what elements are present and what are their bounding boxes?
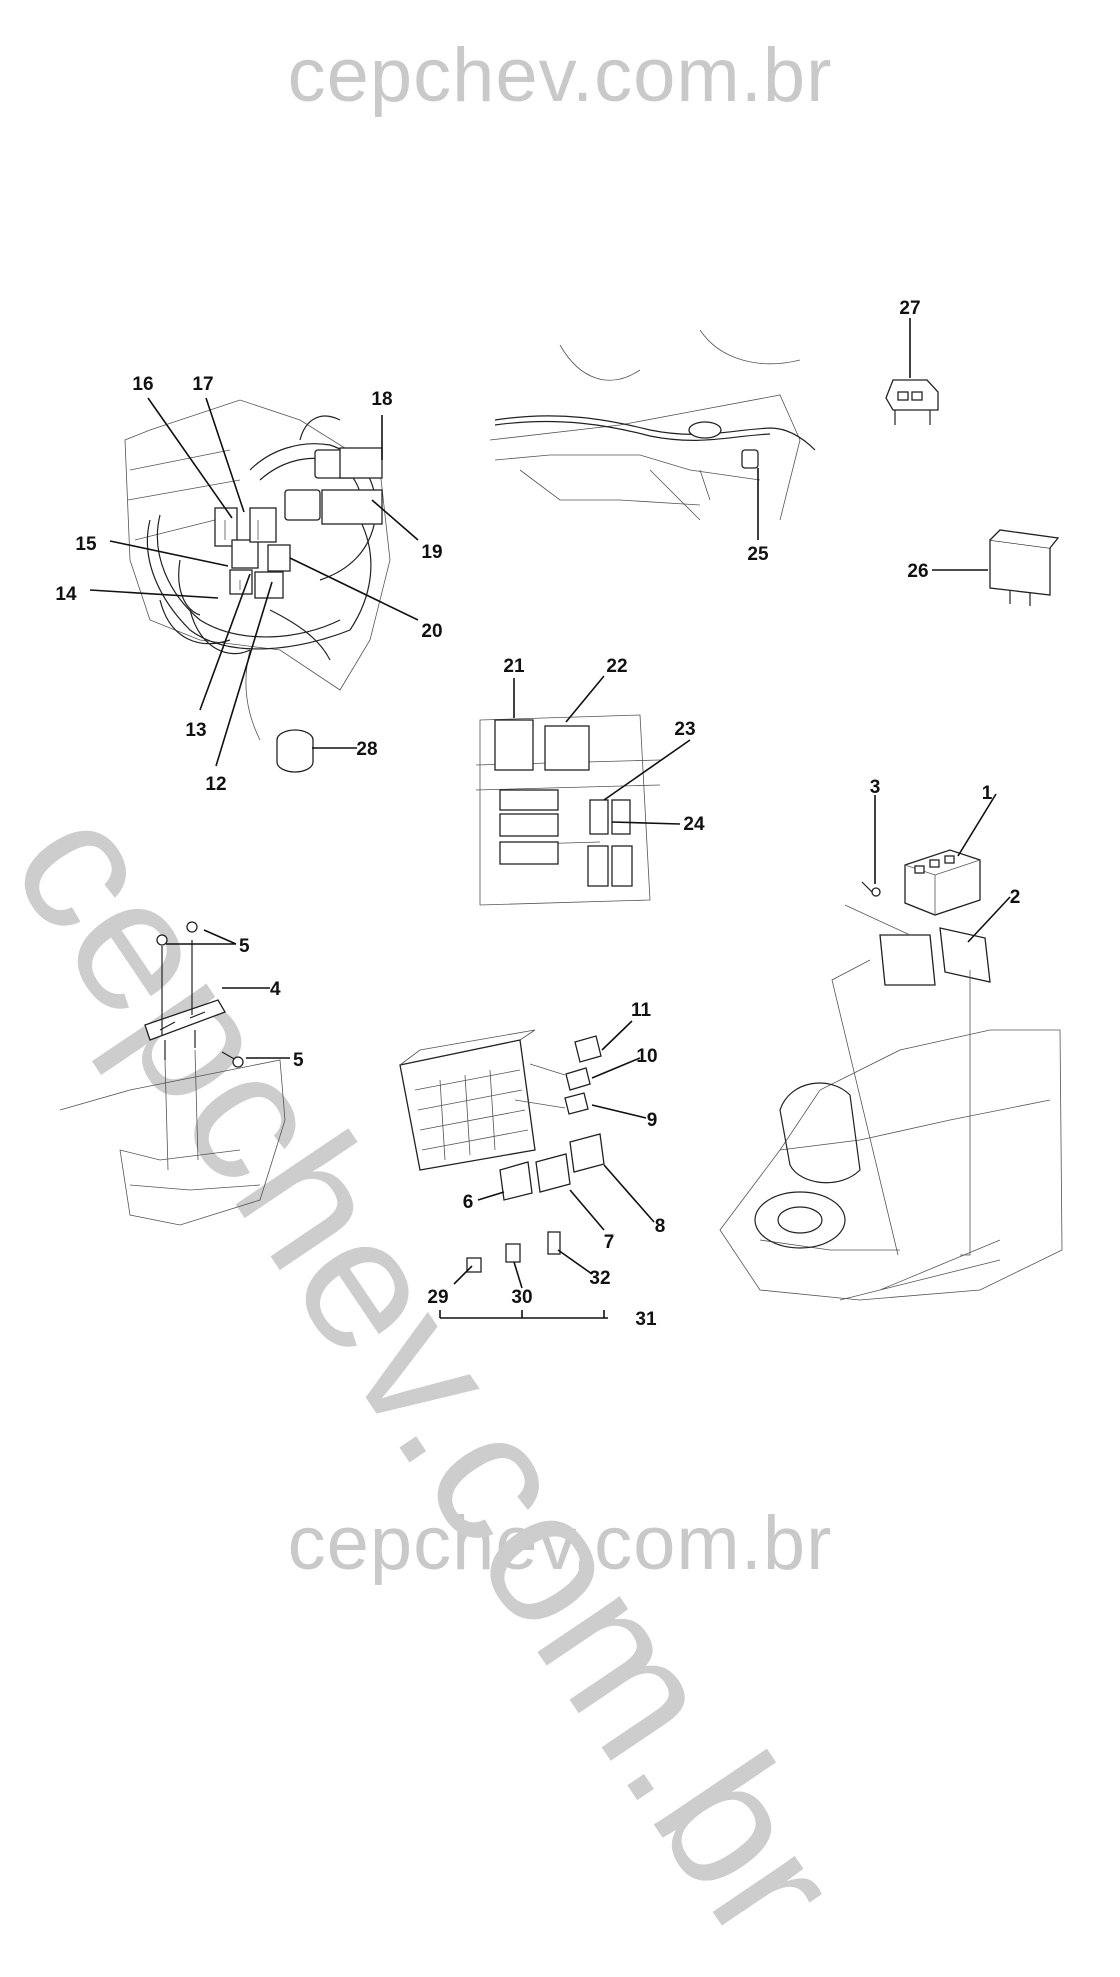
- callout-14: 14: [55, 584, 77, 605]
- watermark-top: cepchev.com.br: [287, 33, 833, 118]
- callout-21: 21: [503, 656, 525, 677]
- callout-9: 9: [647, 1110, 658, 1131]
- fuse-box-relays-illustration: [399, 1029, 608, 1319]
- wire-routing-illustration: [489, 329, 816, 521]
- callout-32: 32: [589, 1268, 610, 1289]
- callout-2: 2: [1010, 887, 1021, 908]
- callout-8: 8: [655, 1216, 666, 1237]
- callout-28: 28: [356, 739, 377, 760]
- callout-6: 6: [463, 1192, 474, 1213]
- callout-15: 15: [75, 534, 97, 555]
- callout-17: 17: [192, 374, 213, 395]
- callout-31: 31: [635, 1309, 657, 1330]
- callout-labels: 1 2 3 4 5 5 6 7 8 9 10 11 12 13 14 15 16…: [55, 298, 1020, 1330]
- central-relay-box-illustration: [475, 714, 661, 906]
- callout-20: 20: [421, 621, 442, 642]
- callout-5-side: 5: [293, 1050, 304, 1071]
- callout-1: 1: [982, 783, 993, 804]
- callout-18: 18: [371, 389, 392, 410]
- relay-27-illustration: [885, 379, 939, 425]
- callout-26: 26: [907, 561, 928, 582]
- callout-16: 16: [132, 374, 153, 395]
- callout-10: 10: [636, 1046, 657, 1067]
- callout-7: 7: [604, 1232, 615, 1253]
- callout-4: 4: [270, 979, 281, 1000]
- callout-13: 13: [185, 720, 206, 741]
- callout-5-top: 5: [239, 936, 250, 957]
- bracket-mounting-illustration: [59, 921, 286, 1226]
- callout-24: 24: [683, 814, 705, 835]
- callout-12: 12: [205, 774, 226, 795]
- callout-19: 19: [421, 542, 442, 563]
- callout-30: 30: [511, 1287, 532, 1308]
- callout-27: 27: [899, 298, 920, 319]
- relay-26-illustration: [989, 529, 1060, 606]
- callout-22: 22: [606, 656, 627, 677]
- callout-23: 23: [674, 719, 695, 740]
- engine-bay-fuse-holder-illustration: [719, 849, 1063, 1301]
- parts-diagram: 1 2 3 4 5 5 6 7 8 9 10 11 12 13 14 15 16…: [55, 298, 1063, 1330]
- callout-3: 3: [870, 777, 881, 798]
- watermark-bottom: cepchev.com.br: [287, 1501, 833, 1586]
- leader-lines: [89, 318, 1011, 1289]
- harness-relay-cluster-illustration: [124, 399, 391, 773]
- callout-29: 29: [427, 1287, 448, 1308]
- callout-25: 25: [747, 544, 769, 565]
- callout-11: 11: [631, 1000, 652, 1021]
